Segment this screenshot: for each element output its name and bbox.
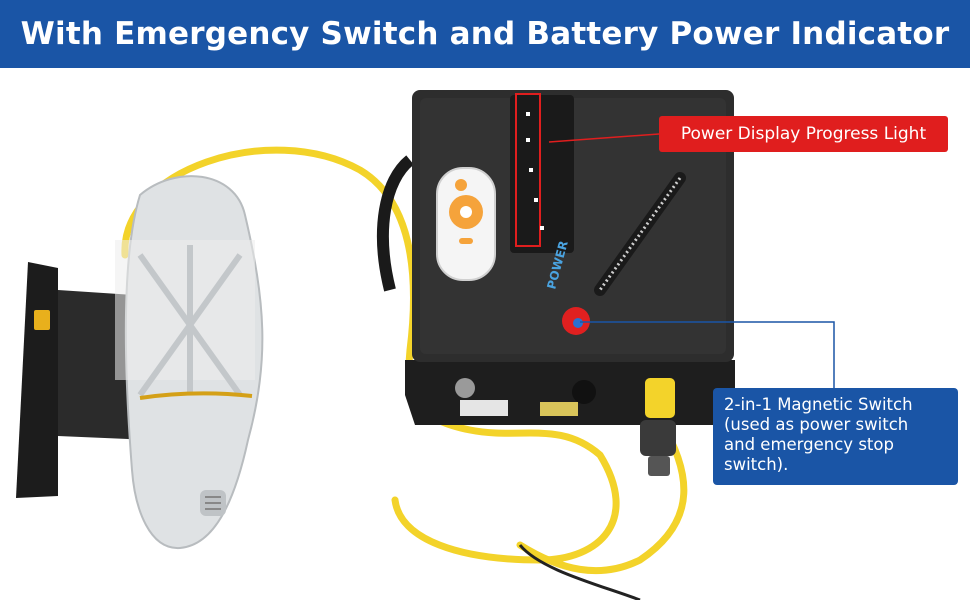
callout-line: switch). [724,455,789,474]
callout-line: and emergency stop [724,435,894,454]
battery-box [405,90,735,425]
callout-power-display: Power Display Progress Light [659,116,948,152]
thruster-motor [115,175,264,550]
remote-control-icon [436,167,496,281]
header-banner: With Emergency Switch and Battery Power … [0,0,970,68]
callout-magnetic-switch: 2-in-1 Magnetic Switch (used as power sw… [713,388,958,485]
callout-power-display-text: Power Display Progress Light [680,124,927,144]
black-cord [518,544,641,600]
leader-line-power [548,133,660,143]
magnetic-key-icon [562,172,686,335]
cable-connector [640,378,676,476]
battery-strap [376,155,415,292]
power-display-strip [510,93,574,253]
banner-title: With Emergency Switch and Battery Power … [20,16,950,52]
product-photo: POWER [16,90,835,600]
callout-line: (used as power switch [724,415,909,434]
leader-line-switch [580,321,835,388]
yellow-cable-tail [516,416,688,575]
callout-line: 2-in-1 Magnetic Switch [724,395,913,414]
